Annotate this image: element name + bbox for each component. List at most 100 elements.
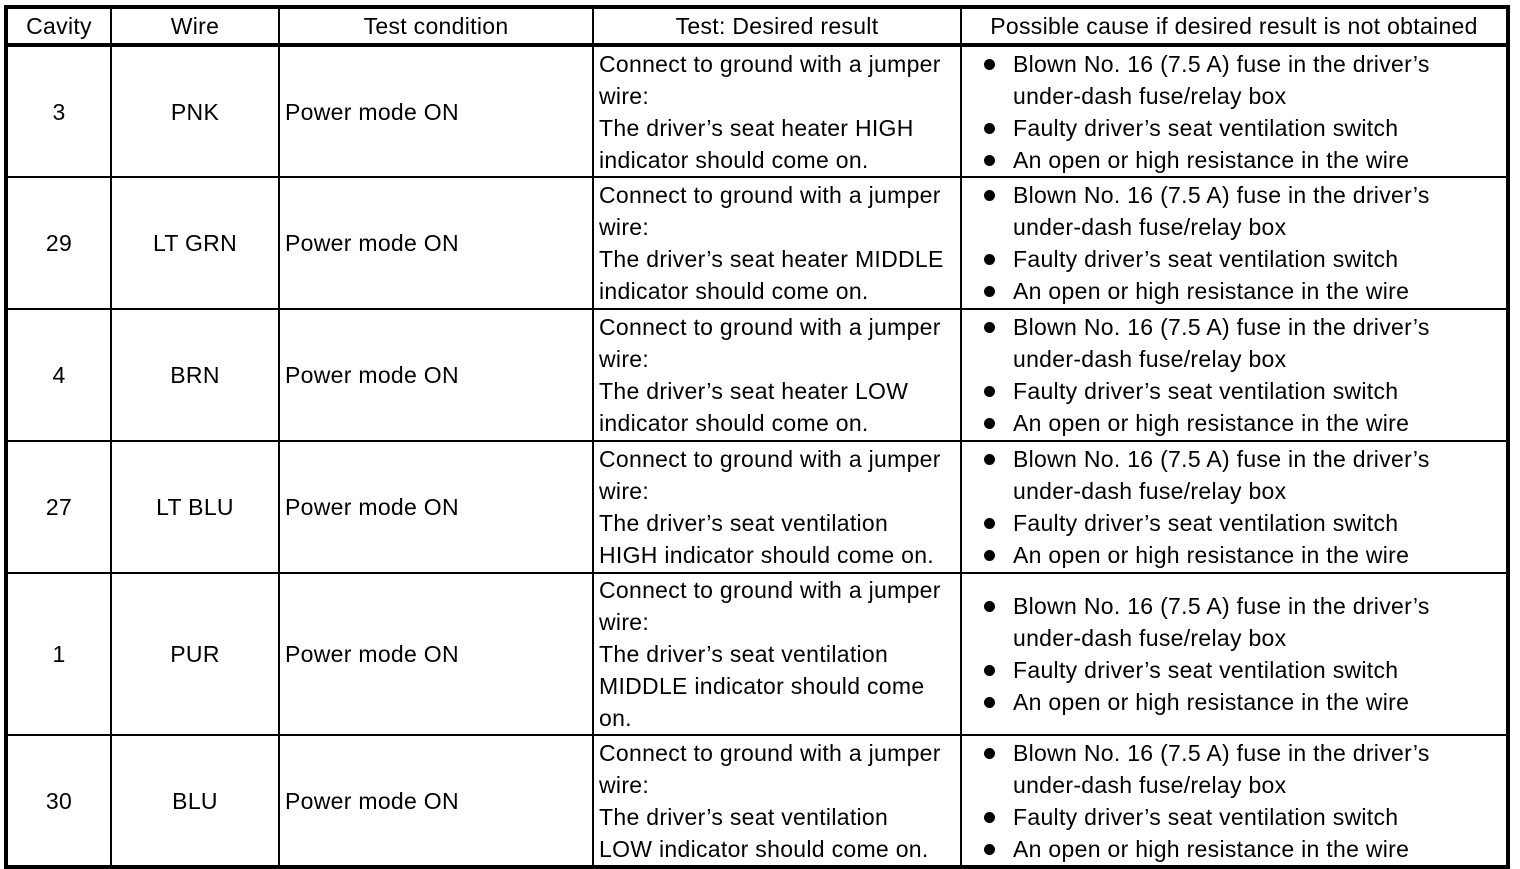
possible-cause-cell: Blown No. 16 (7.5 A) fuse in the driver’… xyxy=(960,572,1509,736)
cavity-cell: 4 xyxy=(5,308,112,442)
bullet-icon xyxy=(984,286,995,297)
cause-text: Blown No. 16 (7.5 A) fuse in the driver’… xyxy=(1013,446,1430,504)
bullet-icon xyxy=(984,665,995,676)
bullet-icon xyxy=(984,811,995,823)
table-row: 4 BRN Power mode ON Connect to ground wi… xyxy=(5,308,1509,442)
cause-item: An open or high resistance in the wire xyxy=(984,539,1502,571)
wire-cell: LT GRN xyxy=(110,176,280,310)
bullet-icon xyxy=(984,454,995,465)
table-row: 1 PUR Power mode ON Connect to ground wi… xyxy=(5,572,1509,736)
cause-item: An open or high resistance in the wire xyxy=(984,144,1502,176)
cause-text: Blown No. 16 (7.5 A) fuse in the driver’… xyxy=(1013,182,1430,240)
wire-cell: BRN xyxy=(110,308,280,442)
cause-text: Faulty driver’s seat ventilation switch xyxy=(1013,657,1399,683)
cause-text: An open or high resistance in the wire xyxy=(1013,278,1410,304)
cause-text: An open or high resistance in the wire xyxy=(1013,542,1410,568)
cause-item: An open or high resistance in the wire xyxy=(984,275,1502,307)
cause-item: Faulty driver’s seat ventilation switch xyxy=(984,801,1502,833)
desired-result-text: Connect to ground with a jumper wire: Th… xyxy=(599,50,941,173)
possible-cause-cell: Blown No. 16 (7.5 A) fuse in the driver’… xyxy=(960,44,1509,178)
cause-item: Faulty driver’s seat ventilation switch xyxy=(984,507,1502,539)
possible-cause-cell: Blown No. 16 (7.5 A) fuse in the driver’… xyxy=(960,176,1509,310)
desired-result-text: Connect to ground with a jumper wire: Th… xyxy=(599,314,941,436)
test-condition-cell: Power mode ON xyxy=(278,572,594,736)
test-condition-cell: Power mode ON xyxy=(278,440,594,574)
header-possible-cause: Possible cause if desired result is not … xyxy=(960,6,1509,47)
wire-cell: PUR xyxy=(110,572,280,736)
test-condition-cell: Power mode ON xyxy=(278,308,594,442)
wire-cell: BLU xyxy=(110,734,280,868)
header-cavity: Cavity xyxy=(5,6,112,47)
cause-text: An open or high resistance in the wire xyxy=(1013,835,1410,862)
cavity-cell: 30 xyxy=(5,734,112,868)
cause-item: Blown No. 16 (7.5 A) fuse in the driver’… xyxy=(984,443,1502,507)
bullet-icon xyxy=(984,518,995,529)
table-row: 3 PNK Power mode ON Connect to ground wi… xyxy=(5,44,1509,178)
possible-cause-cell: Blown No. 16 (7.5 A) fuse in the driver’… xyxy=(960,440,1509,574)
cause-text: Blown No. 16 (7.5 A) fuse in the driver’… xyxy=(1013,314,1430,372)
cavity-cell: 27 xyxy=(5,440,112,574)
desired-result-cell: Connect to ground with a jumper wire: Th… xyxy=(592,734,962,868)
bullet-icon xyxy=(984,322,995,333)
cause-item: Blown No. 16 (7.5 A) fuse in the driver’… xyxy=(984,311,1502,375)
table-header-row: Cavity Wire Test condition Test: Desired… xyxy=(5,6,1509,47)
wire-cell: PNK xyxy=(110,44,280,178)
cause-item: Blown No. 16 (7.5 A) fuse in the driver’… xyxy=(984,179,1502,243)
bullet-icon xyxy=(984,697,995,708)
bullet-icon xyxy=(984,747,995,759)
table-row: 29 LT GRN Power mode ON Connect to groun… xyxy=(5,176,1509,310)
desired-result-text: Connect to ground with a jumper wire: Th… xyxy=(599,739,941,862)
wire-cell: LT BLU xyxy=(110,440,280,574)
cause-text: Faulty driver’s seat ventilation switch xyxy=(1013,803,1399,830)
cause-text: Faulty driver’s seat ventilation switch xyxy=(1013,114,1399,141)
cause-item: Faulty driver’s seat ventilation switch xyxy=(984,654,1502,686)
bullet-icon xyxy=(984,418,995,429)
desired-result-cell: Connect to ground with a jumper wire: Th… xyxy=(592,44,962,178)
desired-result-text: Connect to ground with a jumper wire: Th… xyxy=(599,182,944,304)
cavity-cell: 3 xyxy=(5,44,112,178)
bullet-icon xyxy=(984,843,995,855)
cause-text: An open or high resistance in the wire xyxy=(1013,689,1410,715)
desired-result-cell: Connect to ground with a jumper wire: Th… xyxy=(592,572,962,736)
test-condition-cell: Power mode ON xyxy=(278,44,594,178)
cause-item: Blown No. 16 (7.5 A) fuse in the driver’… xyxy=(984,48,1502,112)
bullet-icon xyxy=(984,58,995,70)
bullet-icon xyxy=(984,254,995,265)
test-condition-cell: Power mode ON xyxy=(278,734,594,868)
cause-item: An open or high resistance in the wire xyxy=(984,686,1502,718)
cause-item: Faulty driver’s seat ventilation switch xyxy=(984,112,1502,144)
test-condition-cell: Power mode ON xyxy=(278,176,594,310)
desired-result-text: Connect to ground with a jumper wire: Th… xyxy=(599,577,941,731)
possible-cause-cell: Blown No. 16 (7.5 A) fuse in the driver’… xyxy=(960,308,1509,442)
header-desired-result: Test: Desired result xyxy=(592,6,962,47)
cause-item: Faulty driver’s seat ventilation switch xyxy=(984,243,1502,275)
cavity-cell: 29 xyxy=(5,176,112,310)
table-row: 27 LT BLU Power mode ON Connect to groun… xyxy=(5,440,1509,574)
cavity-cell: 1 xyxy=(5,572,112,736)
possible-cause-cell: Blown No. 16 (7.5 A) fuse in the driver’… xyxy=(960,734,1509,868)
desired-result-cell: Connect to ground with a jumper wire: Th… xyxy=(592,440,962,574)
cause-item: An open or high resistance in the wire xyxy=(984,833,1502,865)
cause-text: An open or high resistance in the wire xyxy=(1013,146,1410,173)
header-test-condition: Test condition xyxy=(278,6,594,47)
desired-result-cell: Connect to ground with a jumper wire: Th… xyxy=(592,308,962,442)
cause-item: An open or high resistance in the wire xyxy=(984,407,1502,439)
table-row: 30 BLU Power mode ON Connect to ground w… xyxy=(5,734,1509,868)
cause-text: Faulty driver’s seat ventilation switch xyxy=(1013,246,1399,272)
bullet-icon xyxy=(984,386,995,397)
cause-text: Faulty driver’s seat ventilation switch xyxy=(1013,378,1399,404)
cause-text: Faulty driver’s seat ventilation switch xyxy=(1013,510,1399,536)
cause-text: Blown No. 16 (7.5 A) fuse in the driver’… xyxy=(1013,593,1430,651)
bullet-icon xyxy=(984,550,995,561)
header-wire: Wire xyxy=(110,6,280,47)
cause-item: Blown No. 16 (7.5 A) fuse in the driver’… xyxy=(984,590,1502,654)
bullet-icon xyxy=(984,122,995,134)
wire-test-table: Cavity Wire Test condition Test: Desired… xyxy=(4,5,1510,869)
cause-text: An open or high resistance in the wire xyxy=(1013,410,1410,436)
cause-text: Blown No. 16 (7.5 A) fuse in the driver’… xyxy=(1013,50,1430,109)
desired-result-text: Connect to ground with a jumper wire: Th… xyxy=(599,446,941,568)
cause-item: Faulty driver’s seat ventilation switch xyxy=(984,375,1502,407)
cause-text: Blown No. 16 (7.5 A) fuse in the driver’… xyxy=(1013,739,1430,798)
bullet-icon xyxy=(984,154,995,166)
